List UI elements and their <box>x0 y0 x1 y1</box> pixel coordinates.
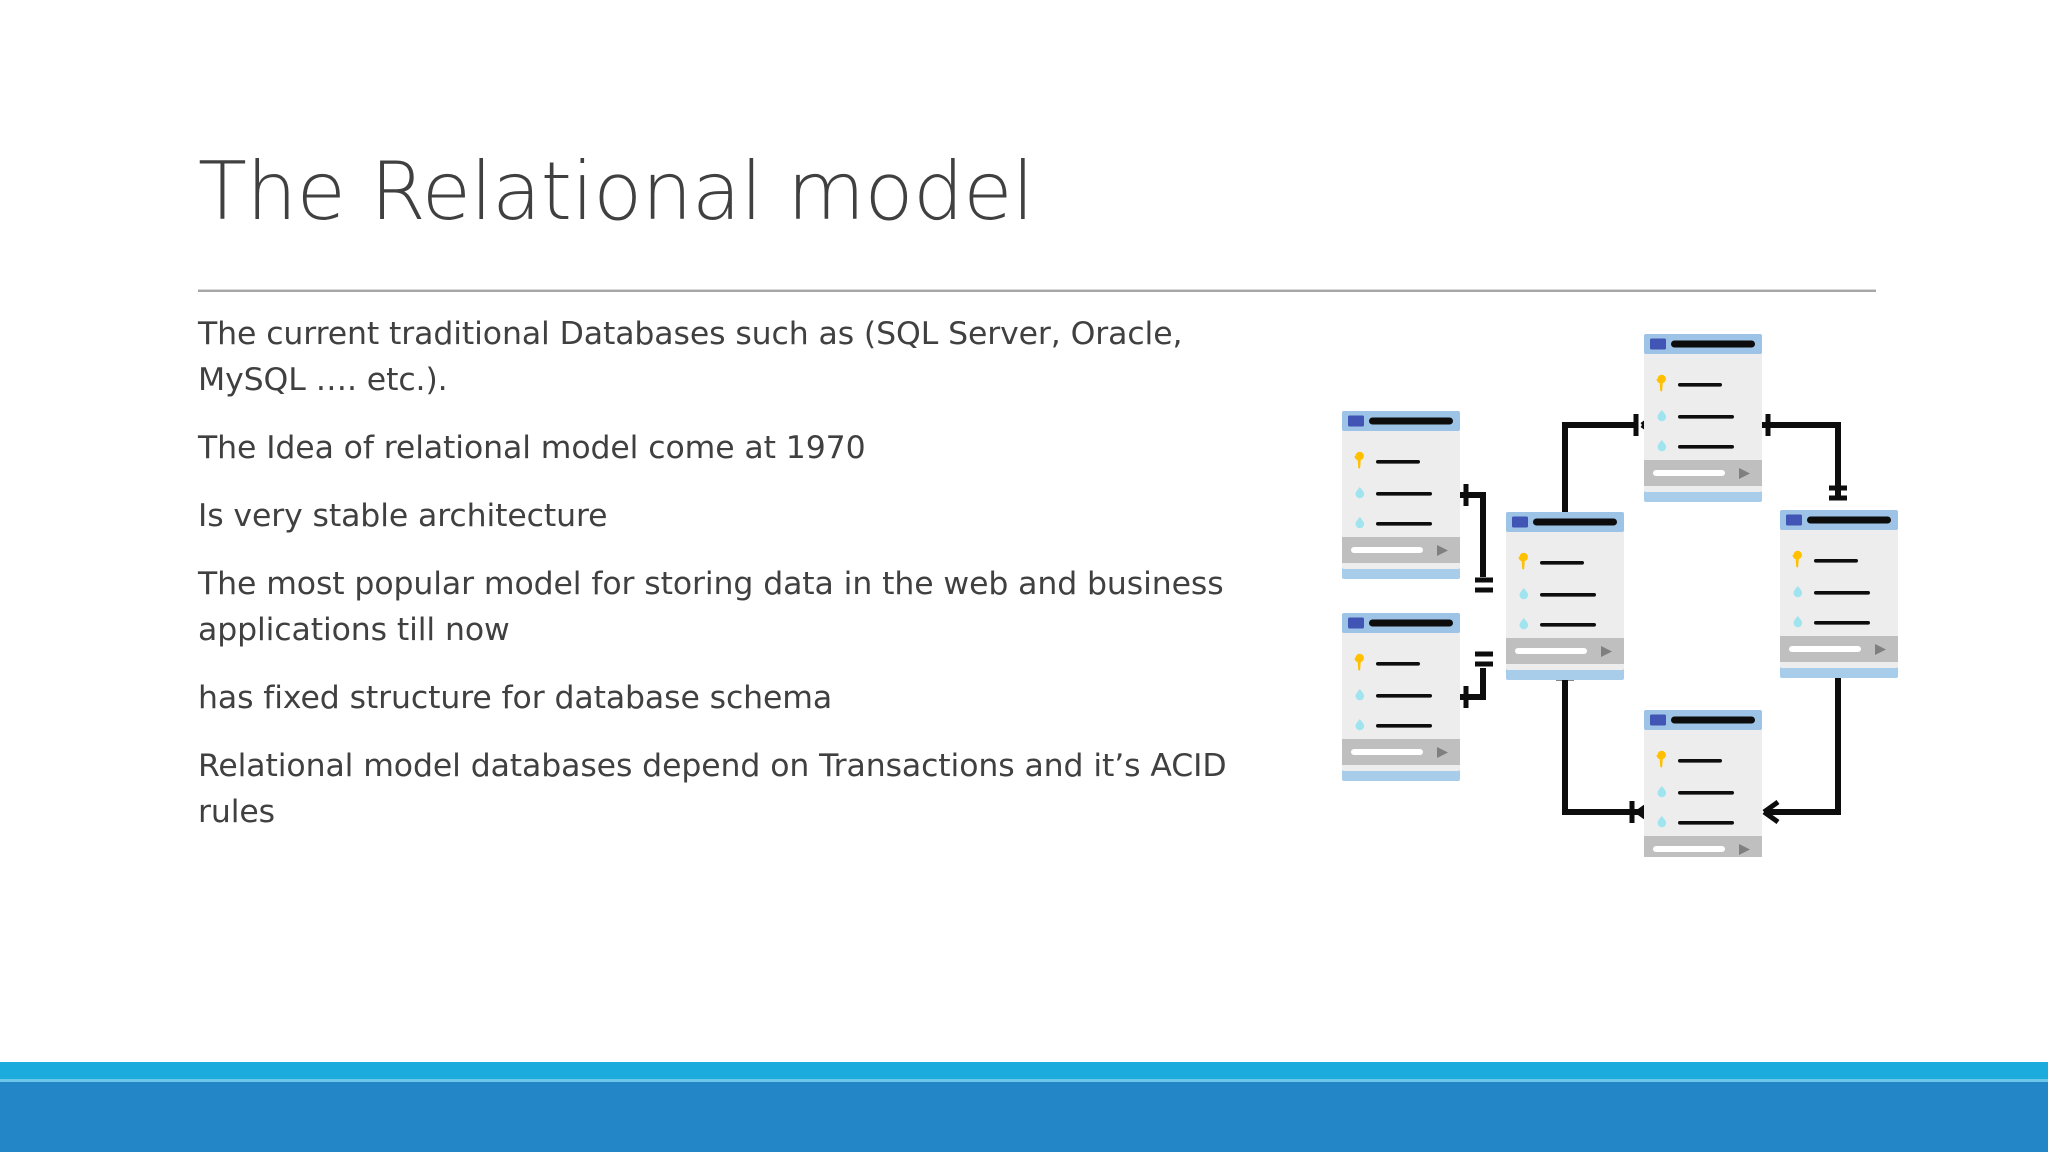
er-connector-left-top <box>1460 492 1486 577</box>
er-table-card-left-bottom <box>1342 613 1460 781</box>
title-divider <box>198 289 1876 292</box>
er-table-card-center <box>1506 512 1624 680</box>
body-paragraph-1: The current traditional Databases such a… <box>198 316 1183 398</box>
body-content: The current traditional Databases such a… <box>198 312 1258 858</box>
er-table-card-left-top <box>1342 411 1460 579</box>
footer-band-dark <box>0 1082 2048 1152</box>
page-title: The Relational model <box>198 145 1034 238</box>
er-connector-center-bottom <box>1562 670 1638 815</box>
er-table-card-bottom <box>1644 710 1762 857</box>
er-connector-right-bottom <box>1764 662 1841 815</box>
footer-band-bright <box>0 1062 2048 1079</box>
body-paragraph-4: The most popular model for storing data … <box>198 565 1224 648</box>
body-paragraph-3: Is very stable architecture <box>198 497 608 534</box>
body-paragraph-6: Relational model databases depend on Tra… <box>198 747 1227 830</box>
er-connector-top-right <box>1762 422 1841 496</box>
er-diagram-svg <box>1342 334 1898 857</box>
er-table-card-top <box>1644 334 1762 502</box>
body-paragraph-2: The Idea of relational model come at 197… <box>198 429 866 466</box>
er-diagram-image <box>1320 312 1920 857</box>
footer-band-hairline <box>0 1079 2048 1082</box>
er-connector-left-bottom <box>1460 668 1486 700</box>
er-table-card-right <box>1780 510 1898 678</box>
body-paragraph-5: has fixed structure for database schema <box>198 679 833 716</box>
